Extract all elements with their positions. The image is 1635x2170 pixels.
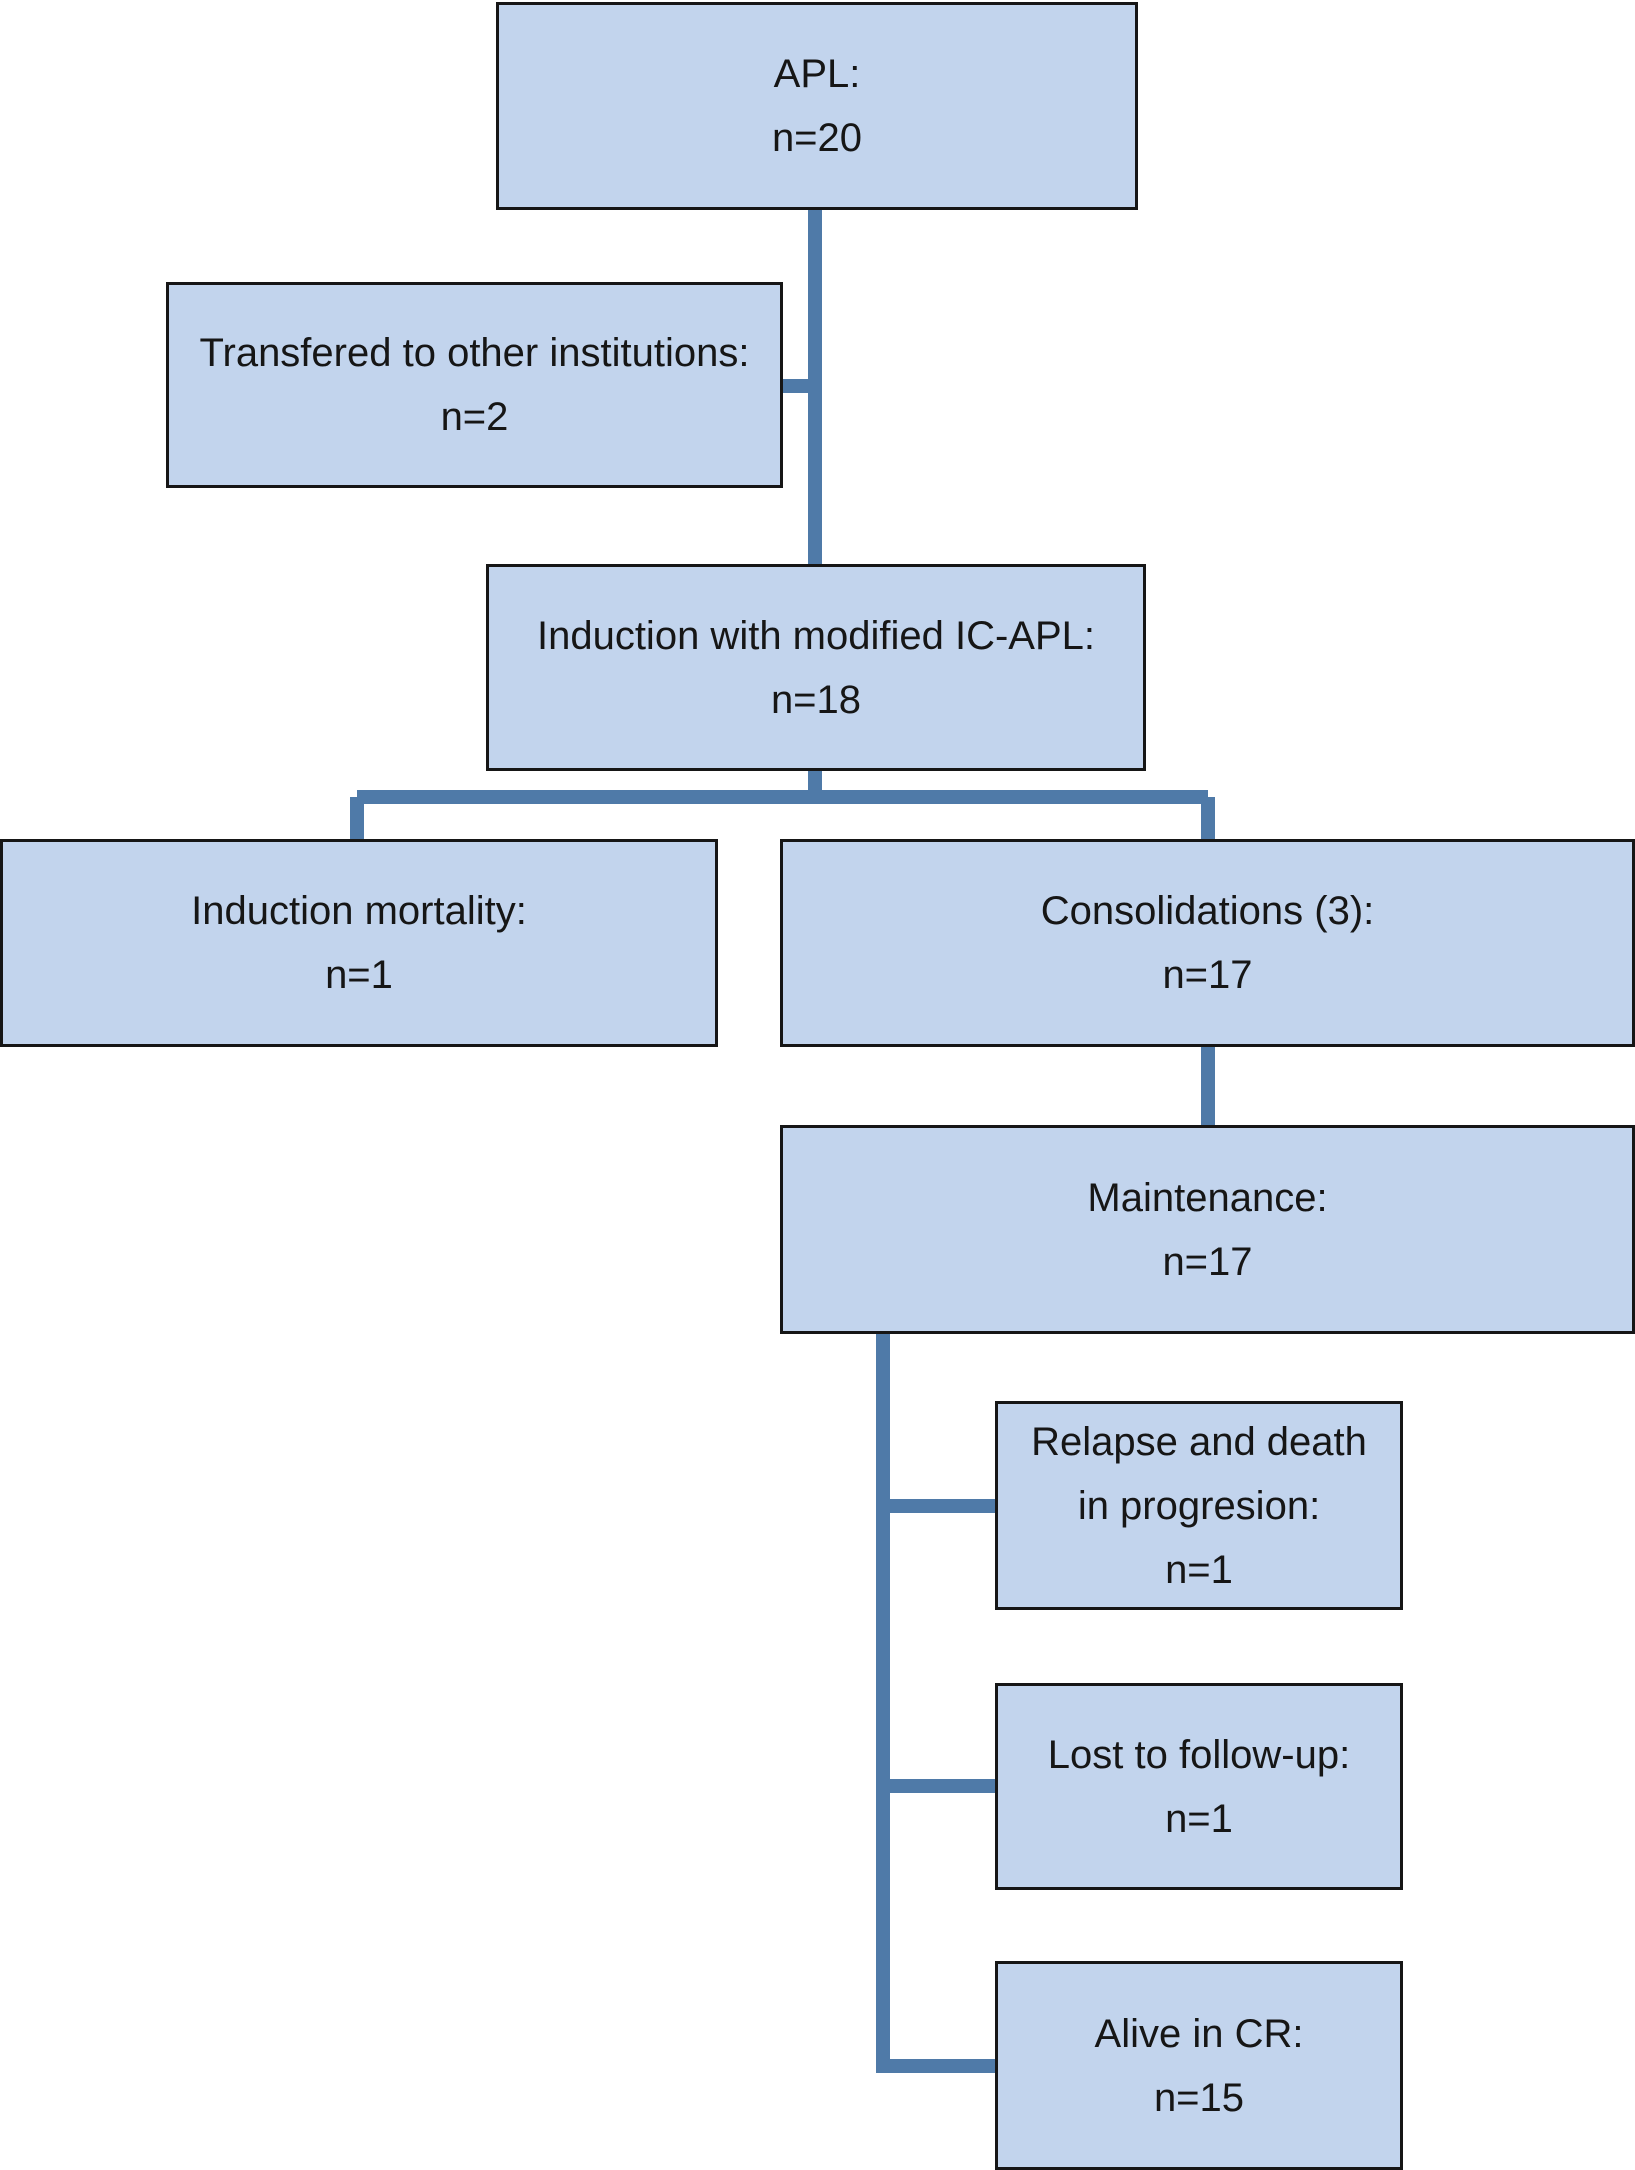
node-induction-count: n=18 [770,677,862,722]
node-lost-followup: Lost to follow-up: n=1 [995,1683,1403,1890]
connector-induction-split [350,768,1215,840]
node-alive-cr: Alive in CR: n=15 [995,1961,1403,2170]
node-apl-count: n=20 [771,116,863,160]
node-maintenance-count: n=17 [1162,1239,1253,1284]
node-lost-followup-label: Lost to follow-up: [1047,1732,1351,1777]
node-induction-mortality-label: Induction mortality: [191,889,527,933]
node-lost-followup-count: n=1 [1165,1796,1233,1841]
connector-maintenance-outcomes [876,1332,997,2073]
node-transferred-count: n=2 [440,395,509,439]
node-induction: Induction with modified IC-APL: n=18 [486,564,1146,771]
node-relapse-count: n=1 [1165,1547,1233,1592]
node-induction-mortality: Induction mortality: n=1 [0,839,718,1047]
node-consolidations-count: n=17 [1162,953,1253,997]
node-alive-cr-label: Alive in CR: [1094,2011,1304,2056]
node-alive-cr-count: n=15 [1153,2075,1245,2120]
node-apl-label: APL: [773,52,861,96]
node-apl: APL: n=20 [496,2,1138,210]
node-induction-label: Induction with modified IC-APL: [536,613,1096,658]
node-maintenance: Maintenance: n=17 [780,1125,1635,1334]
node-transferred: Transfered to other institutions: n=2 [166,282,783,488]
node-relapse-label-line1: Relapse and death [1031,1419,1367,1464]
node-transferred-label: Transfered to other institutions: [199,331,750,375]
node-induction-mortality-count: n=1 [325,953,393,997]
node-consolidations-label: Consolidations (3): [1040,889,1375,933]
node-relapse-label-line2: in progresion: [1077,1483,1321,1528]
node-maintenance-label: Maintenance: [1087,1175,1328,1220]
node-consolidations: Consolidations (3): n=17 [780,839,1635,1047]
node-relapse: Relapse and death in progresion: n=1 [995,1401,1403,1610]
